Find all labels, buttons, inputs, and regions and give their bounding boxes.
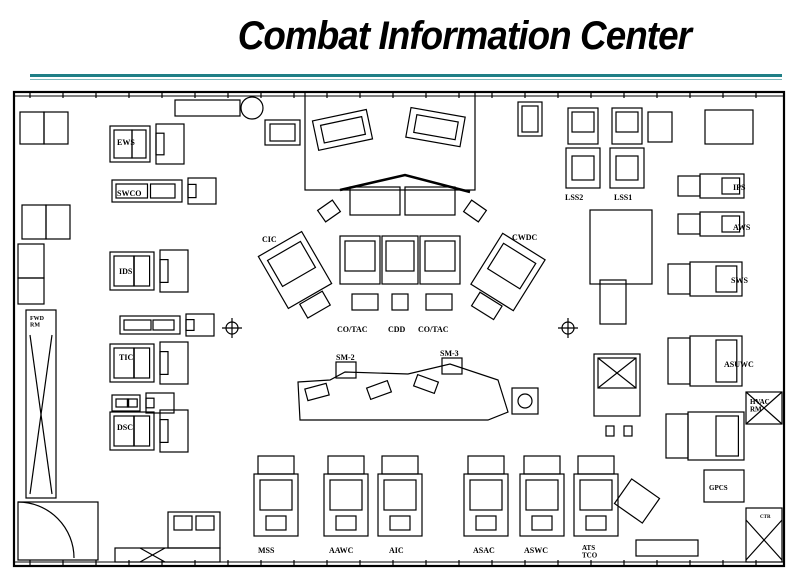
label-asac: ASAC [473,546,495,555]
large-screen-right [405,106,466,148]
crosshair-icon [222,318,242,338]
bottom-right-bench [635,539,699,557]
page-title: Combat Information Center [237,14,692,58]
top-cabinet [174,99,241,117]
label-asuwc: ASUWC [724,360,754,369]
title-rule [30,74,782,77]
sm-console-cabinet [511,387,539,415]
gpcs-unit [703,469,745,503]
label-ctr: CTR [760,515,771,520]
label-ews: EWS [117,138,135,147]
left-console-column [109,123,217,453]
display-console-arc [339,173,471,194]
display-bay [304,91,476,191]
bottom-console-row [253,455,619,537]
label-mss: MSS [258,546,275,555]
label-cdd: CDD [388,325,406,334]
top-cabinet-2 [264,119,301,146]
label-aic: AIC [389,546,404,555]
top-right-cabinet-2 [647,111,673,143]
top-right-cabinet [517,101,543,137]
top-right-cabinet-3 [704,109,754,145]
right-room-block [589,209,653,285]
cic-console-cluster [257,199,546,321]
label-ids: IDS [119,267,133,276]
label-gpcs: GPCS [709,484,728,492]
label-aws: AWS [733,223,751,232]
label-tic: TIC [119,353,133,362]
left-cabinet-3 [17,243,45,279]
bottom-right-console [613,478,661,524]
right-equipment-rack [593,353,641,417]
label-aswc: ASWC [524,546,548,555]
label-dsc: DSC [117,423,133,432]
left-bottom-room [17,501,99,561]
sm2-display [335,361,357,379]
label-sm3: SM-3 [440,349,459,358]
label-sm2: SM-2 [336,353,355,362]
label-aawc: AAWC [329,546,354,555]
lss-consoles [565,107,645,189]
large-screen-left [311,108,374,151]
label-sws: SWS [731,276,748,285]
label-cic: CIC [262,235,277,244]
top-round-fixture [240,96,264,120]
title-rule-thin [30,79,782,80]
sm3-display [441,357,463,375]
label-swco: SWCO [117,189,141,198]
label-ips: IPS [733,183,746,192]
wall-ticks [29,92,757,566]
console-right [404,186,456,216]
ctr-room [745,507,783,563]
fwd-rm [25,309,57,499]
console-left [349,186,401,216]
sm-console-desk [297,363,509,421]
label-cotac-left: CO/TAC [337,325,368,334]
crosshair-icon [558,318,578,338]
label-lss1: LSS1 [614,193,632,202]
left-cabinet [19,111,45,145]
hvac-rm [745,391,783,425]
right-console-column [665,173,745,461]
label-cotac-right: CO/TAC [418,325,449,334]
left-cabinet-2 [21,204,47,240]
label-cwdc: CWDC [512,233,538,242]
label-lss2: LSS2 [565,193,583,202]
